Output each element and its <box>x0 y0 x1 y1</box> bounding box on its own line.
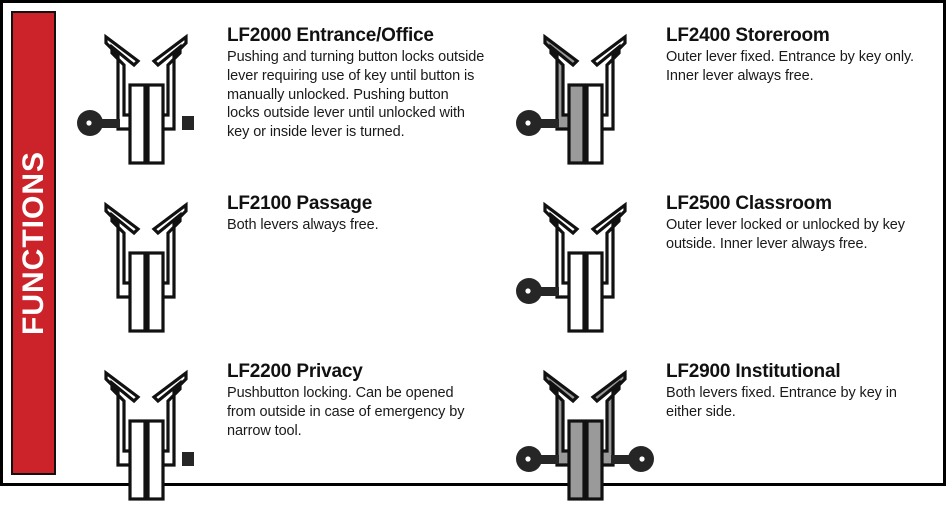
key-cylinder-icon-left <box>516 446 559 472</box>
function-title: LF2400 Storeroom <box>666 25 830 46</box>
function-card-lf2400[interactable]: LF2400 Storeroom Outer lever fixed. Entr… <box>502 9 941 177</box>
function-title: LF2000 Entrance/Office <box>227 25 434 46</box>
function-title: LF2100 Passage <box>227 193 373 214</box>
functions-banner-label: FUNCTIONS <box>16 151 50 335</box>
lock-diagram-lf2500 <box>510 189 660 341</box>
function-text-lf2900: LF2900 Institutional Both levers fixed. … <box>660 357 918 422</box>
function-description: Pushbutton locking. Can be opened from o… <box>227 385 465 439</box>
function-title: LF2500 Classroom <box>666 193 832 214</box>
functions-banner: FUNCTIONS <box>11 11 56 475</box>
function-card-lf2900[interactable]: LF2900 Institutional Both levers fixed. … <box>502 345 941 513</box>
key-cylinder-icon <box>516 278 559 304</box>
functions-chart-frame: FUNCTIONS <box>0 0 946 501</box>
lock-diagram-lf2100 <box>71 189 221 341</box>
function-description: Pushing and turning button locks outside… <box>227 49 485 141</box>
functions-grid: LF2000 Entrance/Office Pushing and turni… <box>63 9 941 501</box>
function-description: Outer lever fixed. Entrance by key only.… <box>666 49 914 84</box>
lock-diagram-lf2200 <box>71 357 221 509</box>
function-description: Outer lever locked or unlocked by key ou… <box>666 217 905 252</box>
lock-diagram-lf2000 <box>71 21 221 173</box>
key-cylinder-icon <box>516 110 559 136</box>
lock-icon <box>516 369 654 501</box>
lock-diagram-lf2900 <box>510 357 660 509</box>
key-cylinder-icon-right <box>611 446 654 472</box>
lock-icon <box>104 369 194 501</box>
function-card-lf2100[interactable]: LF2100 Passage Both levers always free. <box>63 177 502 345</box>
function-title: LF2900 Institutional <box>666 361 841 382</box>
function-title: LF2200 Privacy <box>227 361 363 382</box>
key-cylinder-icon <box>77 110 120 136</box>
function-text-lf2200: LF2200 Privacy Pushbutton locking. Can b… <box>221 357 485 440</box>
function-card-lf2000[interactable]: LF2000 Entrance/Office Pushing and turni… <box>63 9 502 177</box>
function-text-lf2100: LF2100 Passage Both levers always free. <box>221 189 485 235</box>
function-text-lf2000: LF2000 Entrance/Office Pushing and turni… <box>221 21 485 142</box>
lock-icon <box>516 33 627 165</box>
function-card-lf2200[interactable]: LF2200 Privacy Pushbutton locking. Can b… <box>63 345 502 513</box>
function-description: Both levers fixed. Entrance by key in ei… <box>666 385 897 420</box>
lock-icon <box>516 201 627 333</box>
pushbutton-icon <box>182 452 194 466</box>
pushbutton-icon <box>182 116 194 130</box>
function-description: Both levers always free. <box>227 217 379 234</box>
function-text-lf2400: LF2400 Storeroom Outer lever fixed. Entr… <box>660 21 918 86</box>
lock-icon <box>77 33 194 165</box>
function-text-lf2500: LF2500 Classroom Outer lever locked or u… <box>660 189 918 254</box>
lock-icon <box>104 201 188 333</box>
function-card-lf2500[interactable]: LF2500 Classroom Outer lever locked or u… <box>502 177 941 345</box>
lock-diagram-lf2400 <box>510 21 660 173</box>
